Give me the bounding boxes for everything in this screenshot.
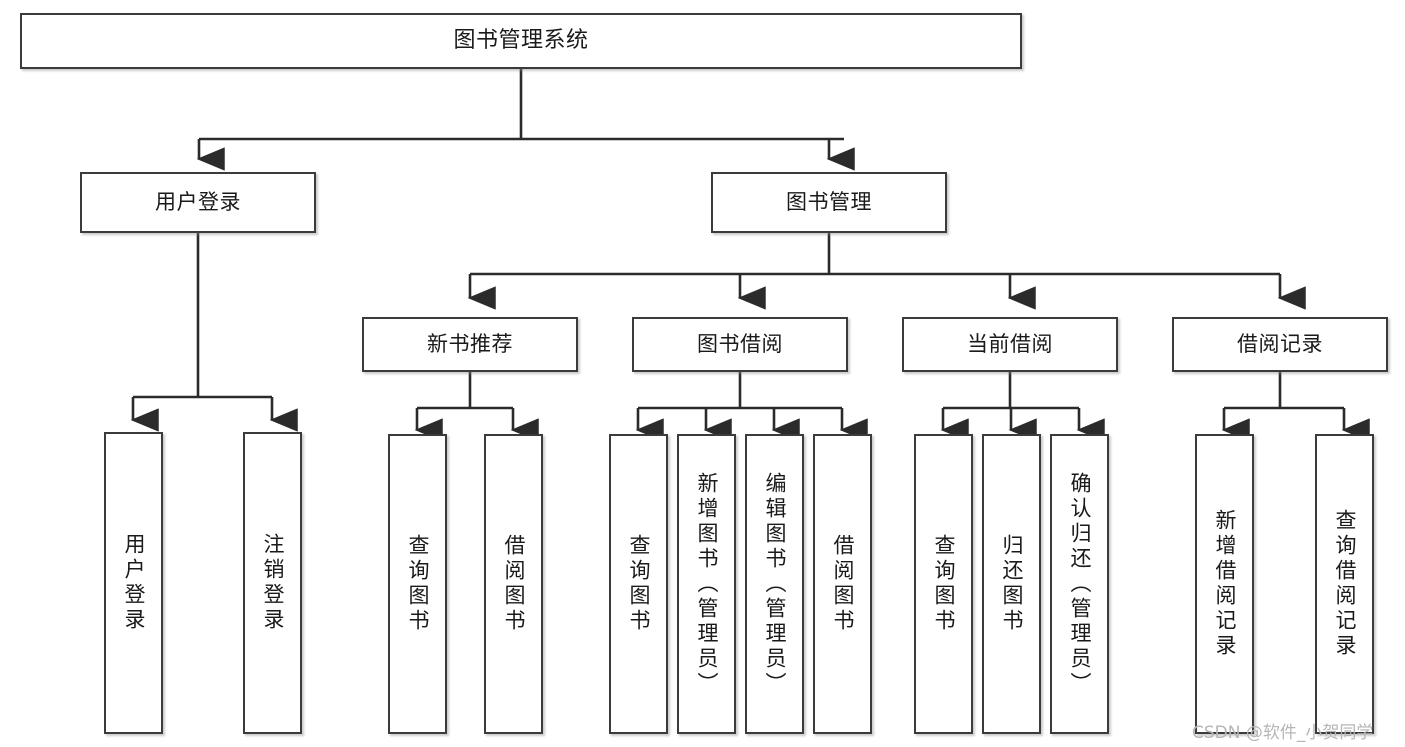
node-book-manage[interactable]: 图书管理 xyxy=(711,172,947,233)
node-leaf-edit-book-label: 编辑图书（管理员） xyxy=(763,471,787,697)
node-leaf-query-book-1-label: 查询图书 xyxy=(406,534,430,634)
node-leaf-user-login[interactable]: 用户登录 xyxy=(104,432,163,734)
node-current-borrow[interactable]: 当前借阅 xyxy=(902,317,1118,372)
node-new-book-recommend[interactable]: 新书推荐 xyxy=(362,317,578,372)
node-leaf-return-book-label: 归还图书 xyxy=(1000,534,1024,634)
node-leaf-query-book-3-label: 查询图书 xyxy=(932,534,956,634)
node-current-borrow-label: 当前借阅 xyxy=(967,332,1053,357)
node-leaf-logout-login-label: 注销登录 xyxy=(261,533,285,633)
node-borrow-record[interactable]: 借阅记录 xyxy=(1172,317,1388,372)
node-leaf-add-record-label: 新增借阅记录 xyxy=(1213,509,1237,659)
node-leaf-user-login-label: 用户登录 xyxy=(122,533,146,633)
node-leaf-borrow-book-1-label: 借阅图书 xyxy=(502,534,526,634)
node-leaf-query-book-3[interactable]: 查询图书 xyxy=(914,434,973,734)
node-leaf-confirm-return-label: 确认归还（管理员） xyxy=(1068,471,1092,697)
node-leaf-borrow-book-2-label: 借阅图书 xyxy=(831,534,855,634)
node-leaf-query-book-2-label: 查询图书 xyxy=(627,534,651,634)
node-leaf-add-book-label: 新增图书（管理员） xyxy=(695,471,719,697)
node-leaf-query-book-2[interactable]: 查询图书 xyxy=(609,434,668,734)
node-book-borrow[interactable]: 图书借阅 xyxy=(632,317,848,372)
node-leaf-return-book[interactable]: 归还图书 xyxy=(982,434,1041,734)
node-leaf-query-book-1[interactable]: 查询图书 xyxy=(388,434,447,734)
node-user-login[interactable]: 用户登录 xyxy=(80,172,316,233)
node-user-login-label: 用户登录 xyxy=(155,190,241,215)
node-leaf-add-record[interactable]: 新增借阅记录 xyxy=(1195,434,1254,734)
node-leaf-borrow-book-2[interactable]: 借阅图书 xyxy=(813,434,872,734)
node-book-borrow-label: 图书借阅 xyxy=(697,332,783,357)
node-new-book-recommend-label: 新书推荐 xyxy=(427,332,513,357)
node-root[interactable]: 图书管理系统 xyxy=(20,13,1022,69)
node-leaf-query-record[interactable]: 查询借阅记录 xyxy=(1315,434,1374,734)
node-root-label: 图书管理系统 xyxy=(453,28,589,54)
node-leaf-borrow-book-1[interactable]: 借阅图书 xyxy=(484,434,543,734)
node-leaf-query-record-label: 查询借阅记录 xyxy=(1333,509,1357,659)
node-leaf-edit-book[interactable]: 编辑图书（管理员） xyxy=(745,434,804,734)
watermark: CSDN @软件_小贺同学 xyxy=(1192,723,1374,743)
node-leaf-logout-login[interactable]: 注销登录 xyxy=(243,432,302,734)
node-book-manage-label: 图书管理 xyxy=(786,190,872,215)
node-leaf-confirm-return[interactable]: 确认归还（管理员） xyxy=(1050,434,1109,734)
node-borrow-record-label: 借阅记录 xyxy=(1237,332,1323,357)
node-leaf-add-book[interactable]: 新增图书（管理员） xyxy=(677,434,736,734)
